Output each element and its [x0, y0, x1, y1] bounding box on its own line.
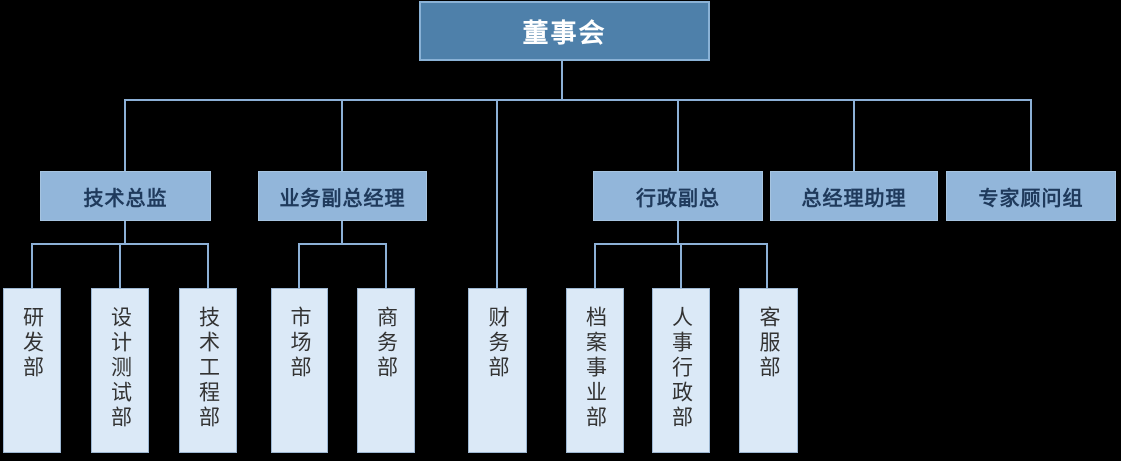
- node-expert-advisors[interactable]: 专家顾问组: [946, 171, 1116, 221]
- node-board[interactable]: 董事会: [419, 1, 710, 61]
- connector-line: [298, 243, 387, 245]
- node-hr-admin-dept-label: 人事行政部: [669, 306, 694, 431]
- node-tech-engineering-dept-label: 技术工程部: [196, 306, 221, 431]
- node-customer-service-dept-label: 客服部: [757, 306, 781, 381]
- connector-line: [766, 243, 768, 288]
- node-rd-dept-label: 研发部: [20, 306, 45, 381]
- node-admin-deputy-label: 行政副总: [636, 185, 720, 210]
- connector-line: [680, 243, 682, 288]
- connector-line: [594, 243, 596, 288]
- node-archives-dept-label: 档案事业部: [583, 306, 608, 431]
- connector-line: [124, 221, 126, 244]
- node-finance-dept[interactable]: 财务部: [468, 288, 527, 453]
- connector-line: [496, 99, 498, 288]
- connector-line: [124, 99, 1032, 101]
- node-design-test-dept-label: 设计测试部: [108, 306, 133, 431]
- node-marketing-dept[interactable]: 市场部: [271, 288, 328, 453]
- node-tech-director-label: 技术总监: [83, 185, 168, 210]
- connector-line: [853, 99, 855, 171]
- node-customer-service-dept[interactable]: 客服部: [739, 288, 798, 453]
- node-board-label: 董事会: [522, 18, 607, 49]
- connector-line: [385, 243, 387, 288]
- node-commerce-dept[interactable]: 商务部: [357, 288, 415, 453]
- node-tech-engineering-dept[interactable]: 技术工程部: [179, 288, 237, 453]
- connector-line: [341, 221, 343, 244]
- node-expert-advisors-label: 专家顾问组: [978, 185, 1084, 210]
- connector-line: [1030, 99, 1032, 171]
- node-rd-dept[interactable]: 研发部: [3, 288, 61, 453]
- node-commerce-dept-label: 商务部: [374, 306, 399, 381]
- connector-line: [31, 243, 33, 288]
- node-business-deputy-gm-label: 业务副总经理: [279, 185, 406, 210]
- node-marketing-dept-label: 市场部: [288, 306, 312, 381]
- connector-line: [119, 243, 121, 288]
- node-design-test-dept[interactable]: 设计测试部: [91, 288, 149, 453]
- node-tech-director[interactable]: 技术总监: [40, 171, 211, 221]
- node-gm-assistant[interactable]: 总经理助理: [770, 171, 938, 221]
- connector-line: [341, 99, 343, 171]
- connector-line: [677, 221, 679, 244]
- node-hr-admin-dept[interactable]: 人事行政部: [652, 288, 710, 453]
- connector-line: [124, 99, 126, 171]
- node-business-deputy-gm[interactable]: 业务副总经理: [258, 171, 427, 221]
- connector-line: [561, 61, 563, 100]
- node-admin-deputy[interactable]: 行政副总: [593, 171, 763, 221]
- connector-line: [298, 243, 300, 288]
- connector-line: [677, 99, 679, 171]
- connector-line: [207, 243, 209, 288]
- node-finance-dept-label: 财务部: [486, 306, 510, 381]
- node-gm-assistant-label: 总经理助理: [801, 185, 907, 210]
- node-archives-dept[interactable]: 档案事业部: [566, 288, 624, 453]
